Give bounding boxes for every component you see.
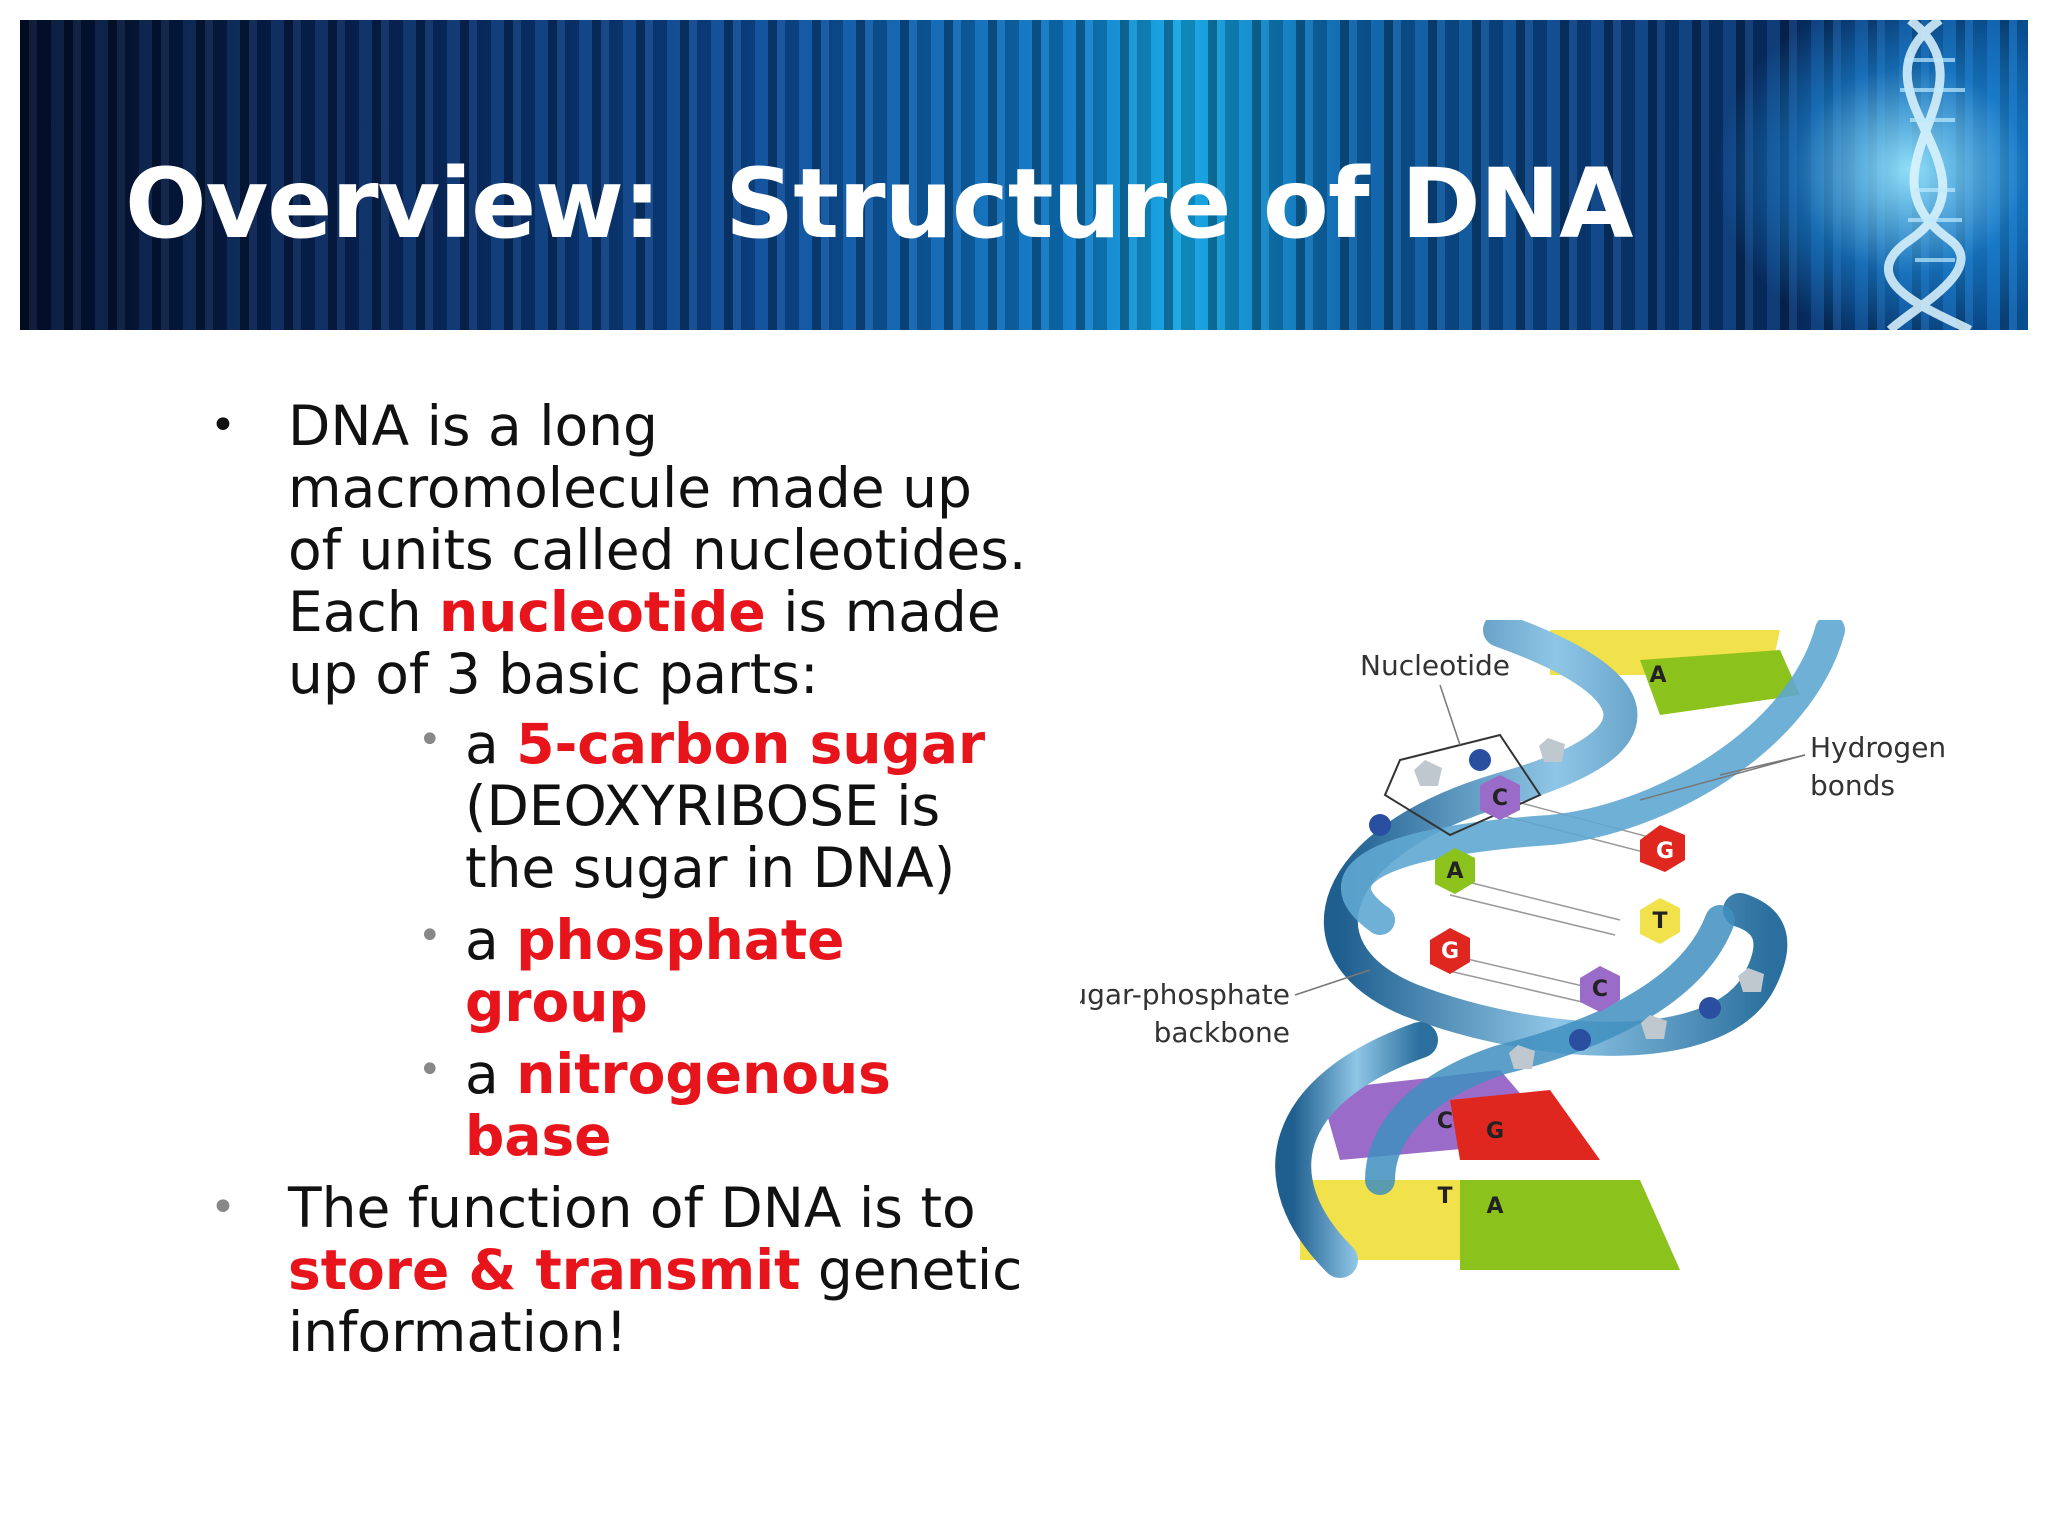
slide-title: Overview: Structure of DNA [125, 148, 1633, 260]
base-letter: G [1656, 839, 1674, 864]
base-letter: G [1486, 1119, 1504, 1144]
sub-bullet-base: • a nitrogenous base [200, 1043, 1030, 1167]
bullet-dot: • [210, 400, 236, 451]
sub-bullet-text: a [465, 712, 517, 776]
title-banner: Overview: Structure of DNA [20, 20, 2028, 330]
bullet-dot: • [210, 1182, 236, 1233]
base-t-1: T [1640, 898, 1680, 944]
highlight-store-transmit: store & transmit [288, 1238, 801, 1302]
sub-bullet-phosphate: • a phosphate group [200, 909, 1030, 1033]
sub-bullet-dot: • [418, 1047, 442, 1093]
bullet-list: • DNA is a long macromolecule made up of… [200, 395, 1030, 1363]
label-backbone: Sugar-phosphate [1080, 978, 1290, 1011]
sub-bullet-sugar: • a 5-carbon sugar (DEOXYRIBOSE is the s… [200, 713, 1030, 899]
base-g-2: G [1430, 928, 1470, 974]
sub-bullet-text: (DEOXYRIBOSE is the sugar in DNA) [465, 774, 956, 900]
label-hydrogen-bonds-2: bonds [1810, 769, 1895, 802]
dna-structure-diagram: C G A T G C A C G T A Nucleotide Hydroge… [1080, 620, 1946, 1278]
base-letter: C [1437, 1109, 1453, 1134]
bullet-text: The function of DNA is to [288, 1176, 976, 1240]
highlight-nucleotide: nucleotide [439, 580, 766, 644]
bullet-dna-function: • The function of DNA is to store & tran… [200, 1177, 1030, 1363]
label-nucleotide: Nucleotide [1360, 649, 1510, 682]
base-letter: A [1486, 1194, 1503, 1219]
highlight-base: nitrogenous base [465, 1042, 891, 1168]
base-a-top: A [1649, 663, 1666, 688]
highlight-sugar: 5-carbon sugar [516, 712, 986, 776]
sub-bullet-text: a [465, 1042, 517, 1106]
base-pair-bars [1300, 630, 1800, 1270]
base-letter: G [1441, 939, 1459, 964]
dna-helix-banner-art [1883, 20, 1973, 330]
base-letter: T [1437, 1184, 1452, 1209]
base-letter: C [1492, 786, 1508, 811]
bullet-text: genetic information! [288, 1238, 1023, 1364]
base-g-1: G [1640, 825, 1685, 872]
base-letter: C [1592, 977, 1608, 1002]
label-backbone-2: backbone [1154, 1016, 1290, 1049]
base-c-1: C [1480, 775, 1520, 820]
base-letter: A [1446, 859, 1463, 884]
base-letter: A [1649, 663, 1666, 688]
sub-bullet-dot: • [418, 717, 442, 763]
sugar-phosphate-backbone [1275, 620, 1845, 1278]
base-a-1: A [1435, 848, 1475, 894]
label-hydrogen-bonds: Hydrogen [1810, 731, 1946, 764]
bullet-dna-definition: • DNA is a long macromolecule made up of… [200, 395, 1030, 705]
phosphate-beads [1369, 738, 1764, 1069]
base-pair-ta-bottom: T A [1437, 1184, 1503, 1219]
highlight-phosphate: phosphate group [465, 908, 845, 1034]
bullet-text: is made up of 3 basic parts: [288, 580, 1001, 706]
sub-bullet-dot: • [418, 913, 442, 959]
base-c-2: C [1580, 966, 1620, 1012]
sub-bullet-text: a [465, 908, 517, 972]
nucleotide-parts-list: • a 5-carbon sugar (DEOXYRIBOSE is the s… [200, 713, 1030, 1167]
label-leader-lines [1294, 684, 1806, 996]
base-letter: T [1652, 909, 1667, 934]
base-pair-cg-bottom: C G [1437, 1109, 1504, 1144]
bullet-text: DNA is a long macromolecule made up of u… [288, 394, 1027, 644]
